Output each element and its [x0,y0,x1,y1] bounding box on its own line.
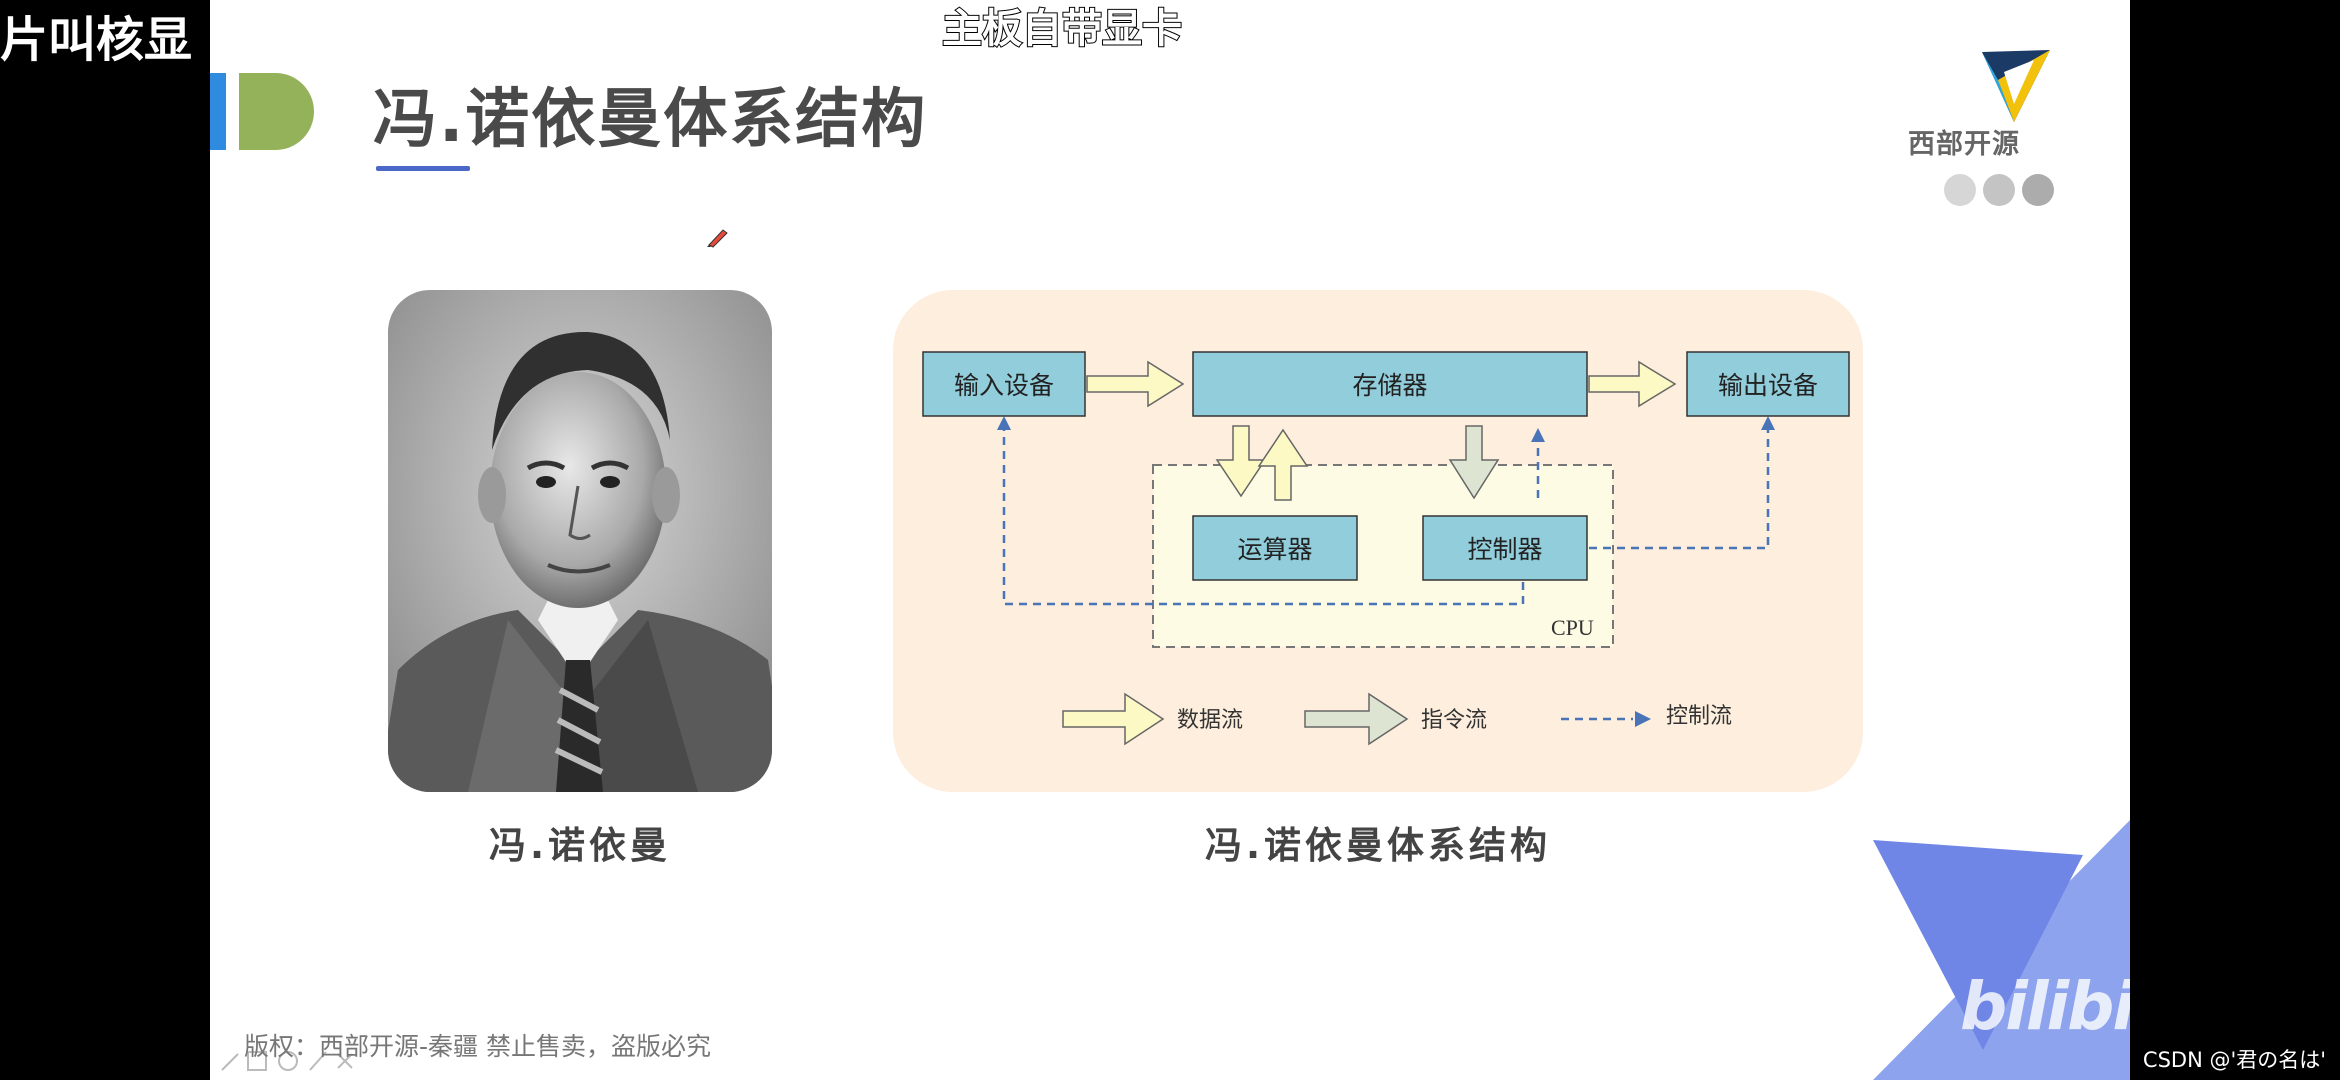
left-subtitle: 片叫核显 [0,12,193,68]
line-tool-icon [309,1051,327,1071]
csdn-watermark: CSDN @'君の名は' [2142,1048,2326,1072]
control-arrowhead-memory [1531,428,1545,442]
legend-control-arrowhead [1635,711,1651,727]
bilibili-watermark: bilibili [1960,968,2130,1045]
input-device-box [922,351,1086,417]
von-neumann-architecture-diagram: CPU 输入设备 存储器 输出设备 运算器 控制器 数据流 指令流 控制流 [893,290,1863,792]
title-accent-bar [210,73,226,150]
alu-box [1192,515,1358,581]
page-dot-3 [2022,174,2054,206]
control-arrowhead-output [1761,416,1775,430]
diagram-caption: 冯.诺依曼体系结构 [1204,824,1552,867]
slide: 冯.诺依曼体系结构 西部开源 [210,0,2130,1080]
watermark-text: 秦疆 [1710,999,1783,1040]
legend-control-label: 控制流 [1666,704,1732,729]
annotation-toolbar[interactable] [218,1040,418,1076]
xibu-logo-icon [1982,50,2050,122]
page-dot-2 [1983,174,2015,206]
pen-tool-icon [221,1053,239,1071]
input-device-label: 输入设备 [954,371,1054,400]
legend-data-arrow [1062,692,1165,746]
close-tool-icon [337,1053,353,1069]
legend-instruction-arrow [1304,692,1409,746]
data-arrow-memory-alu [1215,425,1267,498]
instruction-arrow-memory-controller [1448,425,1500,500]
circle-tool-icon [278,1051,298,1071]
title-underline [376,166,470,171]
data-arrow-input-memory [1086,360,1185,408]
output-device-box [1686,351,1850,417]
pen-cursor-icon [707,229,728,248]
data-arrow-memory-output [1588,360,1677,408]
page-dot-1 [1944,174,1976,206]
legend-data-label: 数据流 [1177,708,1243,733]
slide-title: 冯.诺依曼体系结构 [373,83,928,157]
memory-box [1192,351,1588,417]
video-subtitle: 主板自带显卡 [941,5,1183,53]
control-line-input [1002,430,1525,606]
frame-tool-icon [247,1051,267,1071]
title-accent-shape [239,73,314,150]
decorative-corner-triangles [1873,820,2130,1080]
controller-label: 控制器 [1467,535,1542,564]
memory-label: 存储器 [1352,371,1427,400]
data-arrow-alu-memory [1257,428,1309,501]
legend-instruction-label: 指令流 [1421,708,1487,733]
von-neumann-portrait [388,290,772,792]
copyright-footer: 版权：西部开源-秦疆 禁止售卖，盗版必究 [244,1032,711,1061]
portrait-caption: 冯.诺依曼 [488,824,672,867]
control-line-output [1589,430,1770,550]
output-device-label: 输出设备 [1718,371,1818,400]
controller-box [1422,515,1588,581]
control-arrowhead-input [997,416,1011,430]
alu-label: 运算器 [1237,535,1312,564]
logo-text: 西部开源 [1908,129,2020,160]
cpu-label: CPU [1551,615,1594,640]
